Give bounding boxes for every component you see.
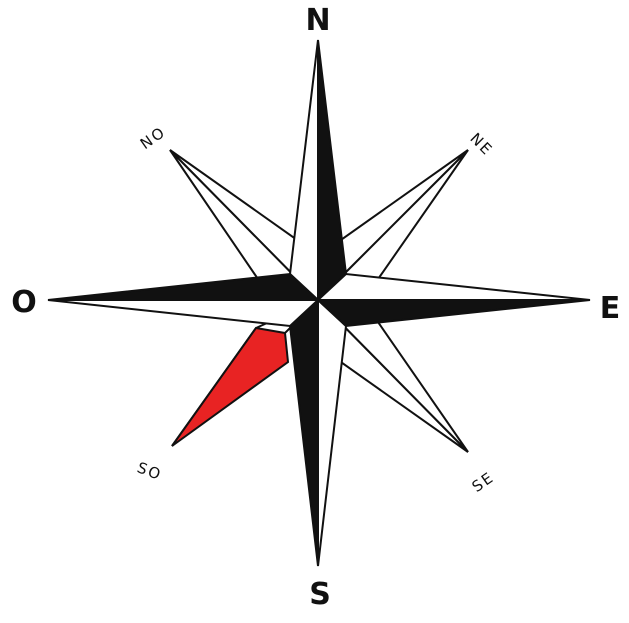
cardinal-points: [47, 39, 591, 567]
east-point-light: [315, 272, 591, 301]
south-point-dark: [288, 297, 319, 567]
north-point-dark: [317, 39, 348, 303]
label-northeast: NE: [466, 129, 496, 159]
north-point-light: [288, 39, 319, 303]
west-point-light: [47, 299, 321, 328]
label-southeast: SE: [469, 468, 498, 496]
intercardinal-points: [169, 149, 469, 453]
southwest-point-red: [171, 326, 290, 447]
label-southwest: SO: [135, 459, 165, 485]
label-north: N: [305, 3, 330, 38]
label-south: S: [309, 577, 331, 612]
label-east: E: [600, 291, 621, 326]
label-west: O: [11, 285, 37, 320]
east-point-dark: [315, 299, 591, 328]
south-point-light: [317, 297, 348, 567]
west-point-dark: [47, 272, 321, 301]
label-northwest: NO: [137, 123, 169, 153]
